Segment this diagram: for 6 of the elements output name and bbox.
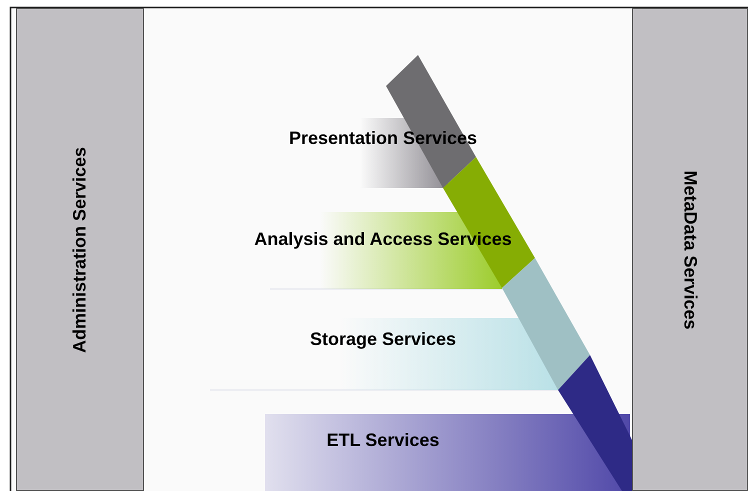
side-panel <box>16 8 144 491</box>
side-panel <box>632 8 748 491</box>
panel-label: MetaData Services <box>680 170 700 330</box>
panel-label: Administration Services <box>70 146 90 353</box>
layer-label: ETL Services <box>326 429 440 451</box>
layer-label: Storage Services <box>310 328 456 350</box>
